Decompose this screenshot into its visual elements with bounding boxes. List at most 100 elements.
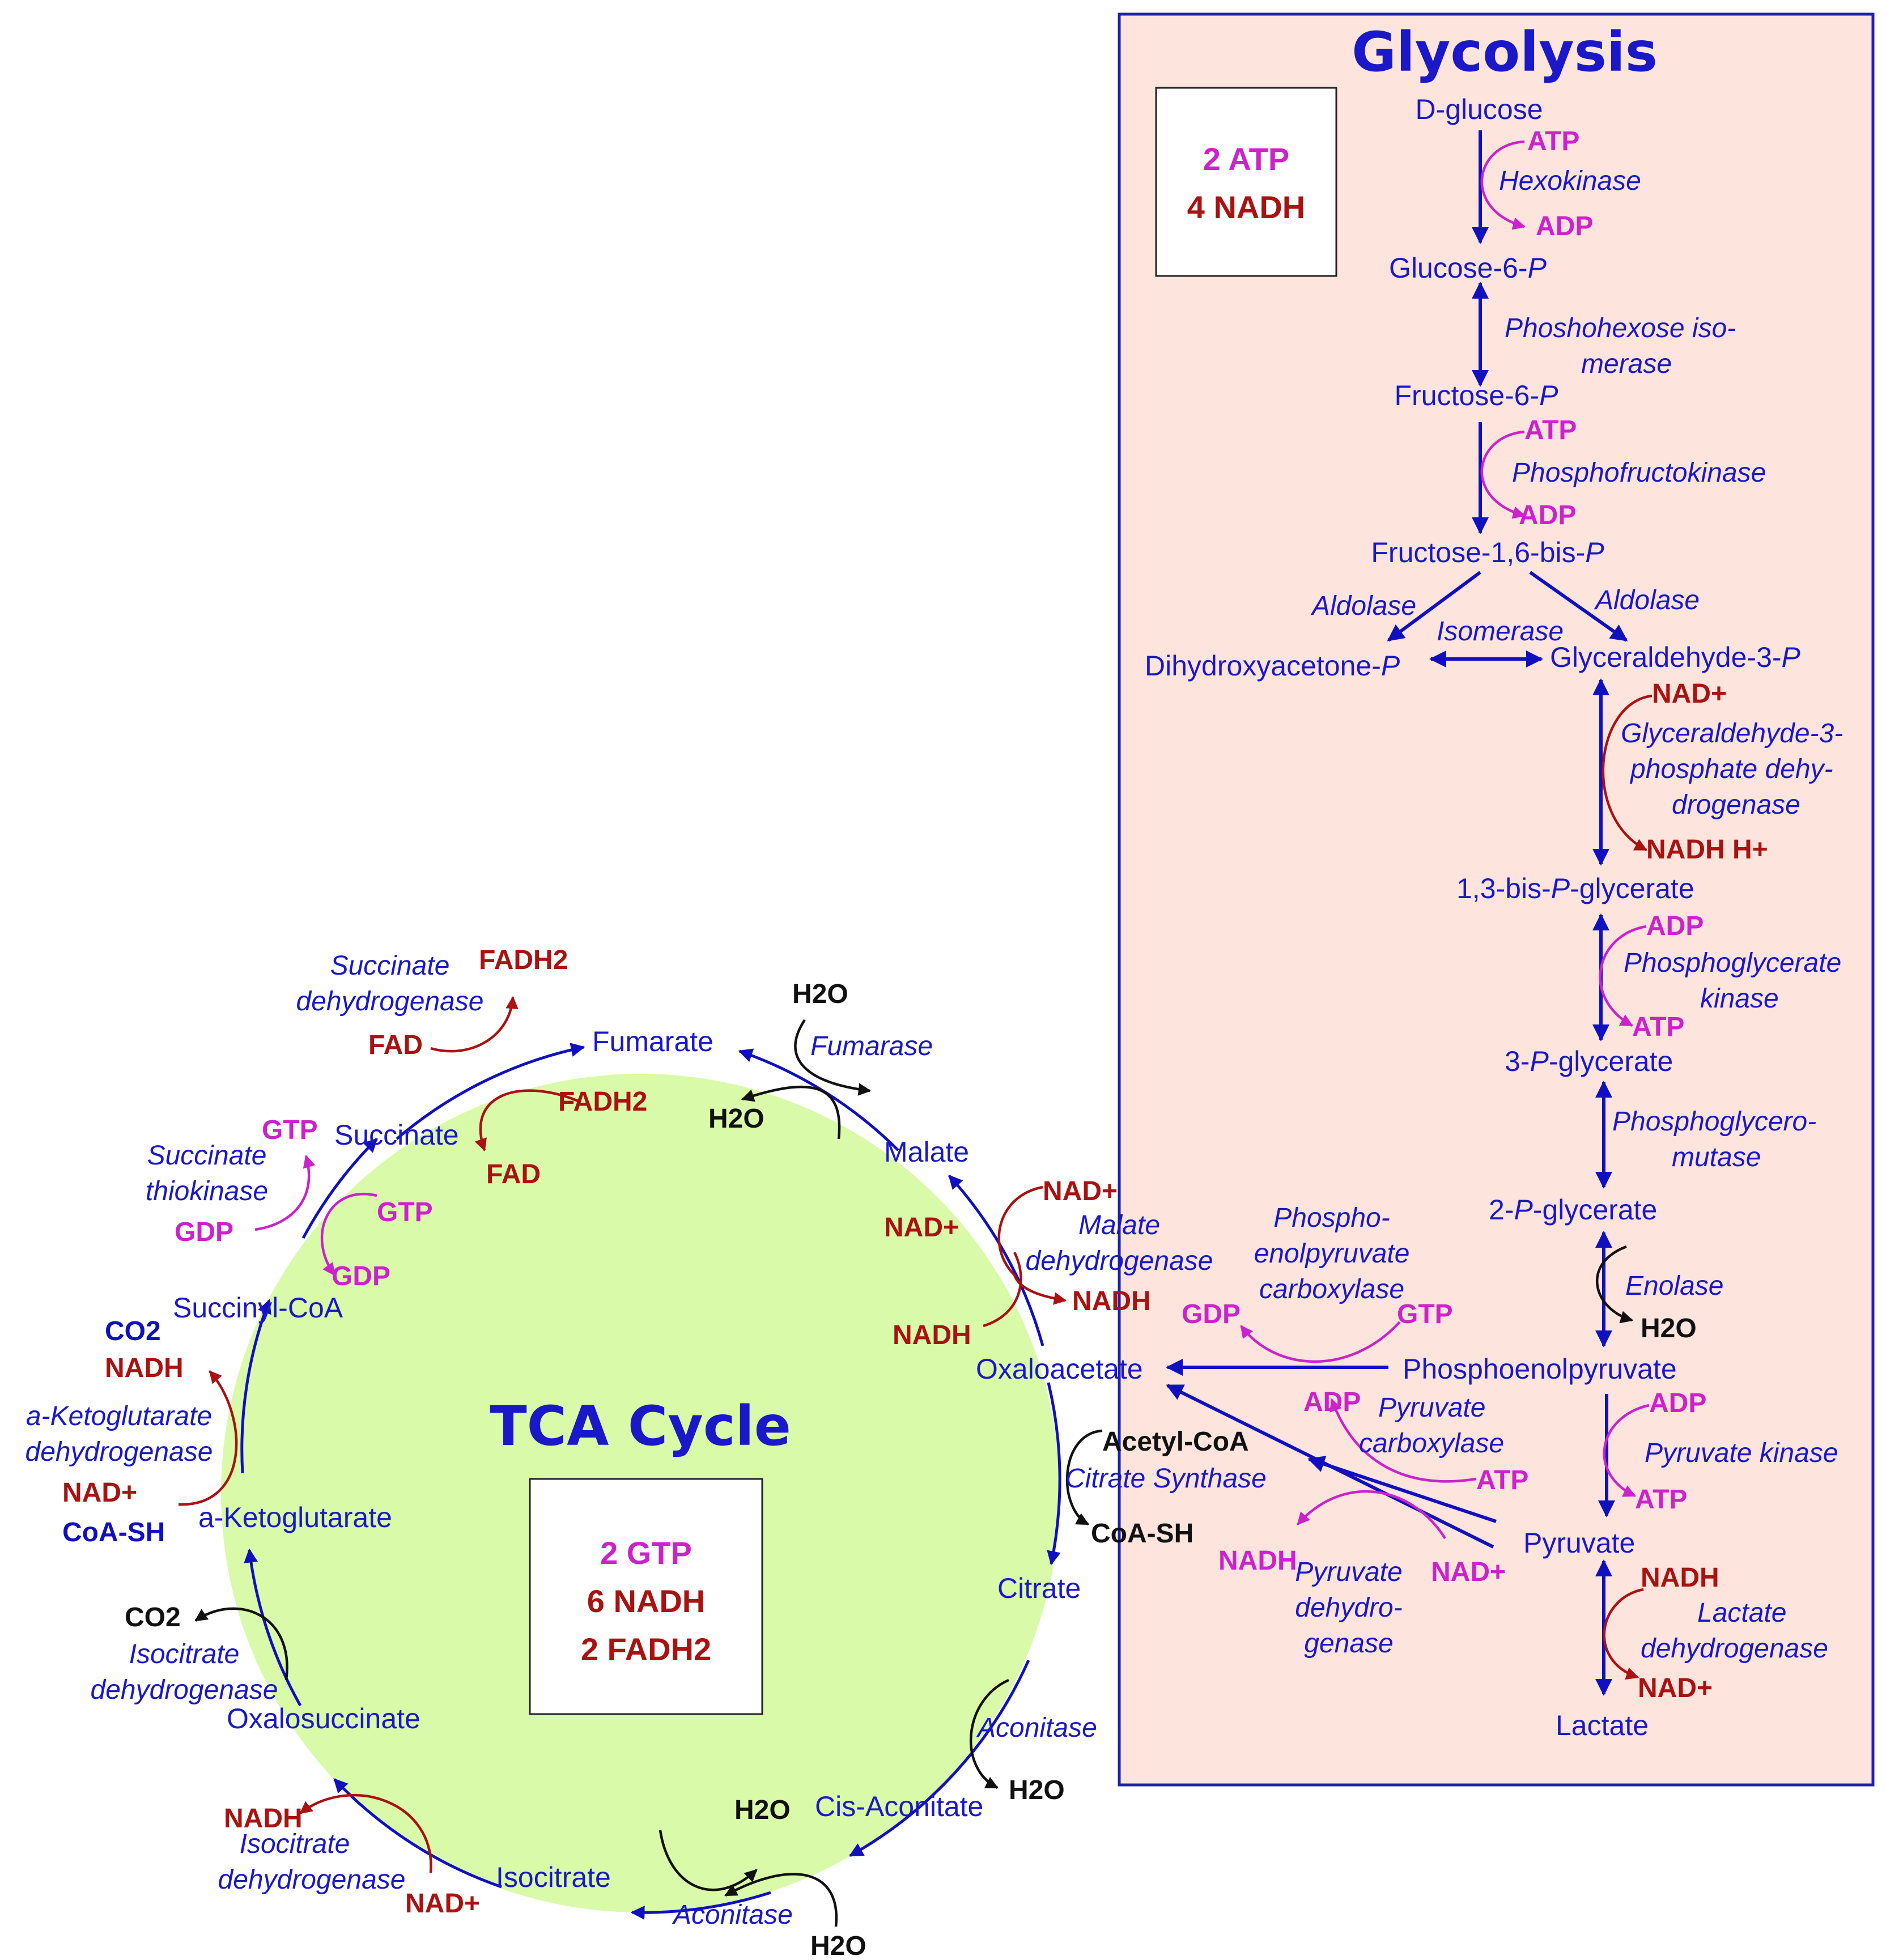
- cofactor-pc-atp: ATP: [1476, 1465, 1528, 1495]
- tca-summary-box: [529, 1478, 763, 1715]
- fumarase-arrow-1: [794, 1019, 872, 1096]
- metabolite-succinyl-coa: Succinyl-CoA: [173, 1292, 343, 1324]
- cofactor-akg-nadh: NADH: [105, 1353, 184, 1383]
- aconitase-bottom-arrow-2: [724, 1873, 838, 1927]
- arrow-succinate-fumarate: [396, 1043, 585, 1140]
- metabolite-oxaloacetate: Oxaloacetate: [976, 1353, 1143, 1385]
- arrow-f16bp-dhap: [1387, 571, 1481, 642]
- glycolysis-enzymes: Hexokinase Phoshohexose iso- merase Phos…: [1254, 166, 1843, 1664]
- metabolite-succinate: Succinate: [334, 1119, 459, 1151]
- cofactor-pfk-atp: ATP: [1524, 415, 1577, 445]
- enzyme-gapdh-3: drogenase: [1672, 790, 1800, 820]
- cofactor-enolase-h2o: H2O: [1641, 1313, 1697, 1343]
- enzyme-idh-a-2: dehydrogenase: [91, 1675, 278, 1705]
- enzyme-akgdh-1: a-Ketoglutarate: [26, 1401, 212, 1431]
- metabolite-2pg: 2-P-glycerate: [1489, 1194, 1657, 1226]
- metabolite-glucose-6p: Glucose-6-P: [1389, 252, 1547, 284]
- enzyme-aconitase-right: Aconitase: [976, 1713, 1097, 1743]
- pgk-arrow: [1599, 925, 1647, 1027]
- glycolysis-summary-nadh: 4 NADH: [1187, 189, 1305, 225]
- enzyme-isomerase: Isomerase: [1437, 617, 1564, 647]
- arrow-isocitrate-oxalosuccinate: [333, 1778, 502, 1889]
- metabolite-13-bpg: 1,3-bis-P-glycerate: [1456, 873, 1694, 904]
- metabolite-d-glucose: D-glucose: [1415, 93, 1543, 125]
- arrow-oxaloacetate-citrate: [1047, 1382, 1061, 1566]
- arrow-akg-succinylcoa: [240, 1299, 271, 1474]
- metabolite-a-ketoglutarate: a-Ketoglutarate: [198, 1502, 392, 1533]
- enzyme-pepck-1: Phospho-: [1273, 1203, 1390, 1233]
- arrow-pyruvate-acetylcoa: [1307, 1456, 1497, 1523]
- enzyme-aldolase-left: Aldolase: [1310, 591, 1416, 621]
- cofactor-cs-coash: CoA-SH: [1091, 1519, 1193, 1549]
- enzyme-aconitase-bottom: Aconitase: [672, 1900, 793, 1930]
- enzyme-phosphohexose-isomerase-1: Phoshohexose iso-: [1505, 313, 1736, 343]
- enzyme-mdh-2: dehydrogenase: [1026, 1246, 1213, 1276]
- glycolysis-summary-atp: 2 ATP: [1203, 141, 1289, 177]
- pepck-arrow: [1240, 1321, 1401, 1363]
- metabolite-pyruvate: Pyruvate: [1523, 1527, 1635, 1559]
- glycolysis-panel: [1118, 12, 1875, 1787]
- cofactor-akg-coash: CoA-SH: [62, 1517, 165, 1547]
- cofactor-sck-gdp-bottom: GDP: [332, 1261, 390, 1291]
- metabolite-lactate: Lactate: [1556, 1710, 1649, 1741]
- cofactor-sdh-fadh2-right: FADH2: [558, 1087, 647, 1117]
- cofactor-fumarase-h2o-bottom: H2O: [708, 1104, 764, 1134]
- enzyme-sck-2: thiokinase: [146, 1176, 268, 1206]
- akgdh-arrow: [178, 1370, 238, 1506]
- arrow-f16bp-g3p: [1529, 571, 1628, 642]
- metabolite-fructose-6p: Fructose-6-P: [1395, 380, 1559, 411]
- cofactor-pc-adp: ADP: [1303, 1387, 1361, 1417]
- enzyme-pgk-1: Phosphoglycerate: [1624, 948, 1841, 978]
- enzyme-pyruvate-carboxylase-2: carboxylase: [1359, 1428, 1504, 1459]
- sck-arrow-2: [320, 1193, 377, 1276]
- gapdh-arrow: [1602, 694, 1653, 851]
- cofactor-mdh-nadh-right: NADH: [1072, 1286, 1151, 1316]
- citrate-synthase-arrow: [1066, 1429, 1103, 1525]
- tca-summary-gtp: 2 GTP: [600, 1535, 692, 1571]
- glycolysis-arrows: [1166, 130, 1628, 1696]
- pk-arrow: [1603, 1404, 1650, 1498]
- metabolite-malate: Malate: [884, 1136, 969, 1168]
- metabolite-cis-aconitate: Cis-Aconitate: [815, 1791, 983, 1822]
- glycolysis-summary-box: [1155, 87, 1337, 277]
- glycolysis-metabolites: D-glucose Glucose-6-P Fructose-6-P Fruct…: [1145, 93, 1801, 1741]
- tca-summary-fadh2: 2 FADH2: [581, 1631, 711, 1667]
- enzyme-gapdh-1: Glyceraldehyde-3-: [1621, 718, 1843, 749]
- cofactor-aconitase-h2o-right: H2O: [1009, 1775, 1065, 1805]
- tca-cofactors: FADH2 FAD FADH2 FAD H2O H2O GTP GDP GTP …: [62, 945, 1249, 1960]
- cofactor-akg-co2: CO2: [105, 1316, 161, 1346]
- cofactor-ldh-nad: NAD+: [1638, 1673, 1713, 1703]
- enzyme-pgk-2: kinase: [1700, 984, 1779, 1014]
- cofactor-akg-nad: NAD+: [62, 1478, 137, 1508]
- enzyme-pgm-1: Phosphoglycero-: [1612, 1107, 1816, 1137]
- cofactor-pgk-atp: ATP: [1632, 1012, 1684, 1042]
- metabolite-fumarate: Fumarate: [592, 1026, 713, 1057]
- glycolysis-cofactors: ATP ADP ATP ADP NAD+ NADH H+ ADP ATP H2O…: [1182, 126, 1768, 1703]
- cofactor-gapdh-nad: NAD+: [1652, 679, 1727, 709]
- enzyme-ldh-2: dehydrogenase: [1641, 1634, 1828, 1664]
- enzyme-sck-1: Succinate: [147, 1141, 267, 1171]
- enolase-arrow: [1595, 1245, 1634, 1324]
- cofactor-pdh-nadh: NADH: [1218, 1546, 1297, 1576]
- cofactor-ldh-nadh: NADH: [1641, 1563, 1719, 1593]
- mdh-arrow-1: [997, 1185, 1067, 1305]
- cofactor-idh-co2: CO2: [125, 1602, 181, 1632]
- enzyme-akgdh-2: dehydrogenase: [26, 1437, 213, 1467]
- cofactor-fumarase-h2o-top: H2O: [792, 979, 848, 1009]
- enzyme-enolase: Enolase: [1625, 1271, 1723, 1301]
- sdh-arrow-2: [474, 1089, 581, 1152]
- cofactor-pk-adp: ADP: [1649, 1388, 1706, 1418]
- fumarase-arrow-2: [741, 1085, 841, 1140]
- idh-b-arrow: [299, 1793, 432, 1873]
- metabolite-dhap: Dihydroxyacetone-P: [1145, 650, 1400, 682]
- metabolite-fructose-16bp: Fructose-1,6-bis-P: [1371, 537, 1604, 568]
- cofactor-hk-adp: ADP: [1536, 211, 1593, 241]
- tca-cofactor-arrows: [178, 996, 1103, 1927]
- enzyme-idh-b-2: dehydrogenase: [218, 1865, 406, 1895]
- metabolite-3pg: 3-P-glycerate: [1505, 1045, 1673, 1077]
- enzyme-pyruvate-kinase: Pyruvate kinase: [1645, 1438, 1838, 1468]
- enzyme-sdh-1: Succinate: [330, 951, 450, 981]
- glycolysis-cofactor-arrows: [1240, 140, 1653, 1680]
- enzyme-pepck-2: enolpyruvate: [1254, 1239, 1410, 1269]
- metabolite-citrate: Citrate: [997, 1572, 1081, 1604]
